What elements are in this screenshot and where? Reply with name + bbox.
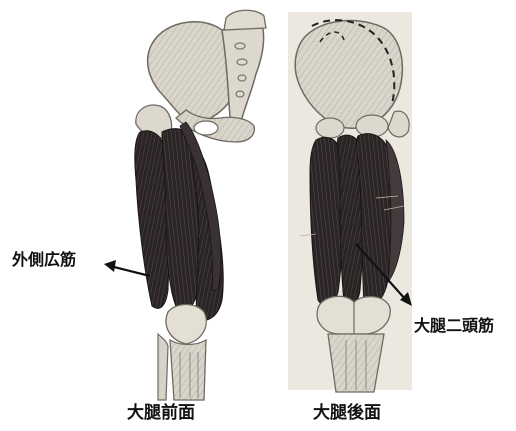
back-ischium-left: [316, 118, 344, 138]
back-semimembranosus-muscle: [310, 137, 343, 305]
front-thigh-illustration: [135, 10, 266, 400]
front-view-caption: 大腿前面: [127, 405, 195, 422]
front-sacrum-bone: [222, 24, 264, 122]
vastus-lateralis-arrow: [104, 260, 150, 276]
vastus-lateralis-label: 外側広筋: [12, 252, 76, 268]
front-patella-bone: [166, 305, 206, 345]
front-obturator-foramen: [194, 121, 218, 135]
biceps-femoris-label: 大腿二頭筋: [414, 318, 494, 334]
front-fibula-bone: [158, 334, 168, 400]
front-vertebra-bone: [224, 10, 266, 30]
back-thigh-illustration: [288, 12, 412, 392]
back-view-caption: 大腿後面: [313, 405, 381, 422]
front-tibia-bone: [170, 340, 206, 400]
